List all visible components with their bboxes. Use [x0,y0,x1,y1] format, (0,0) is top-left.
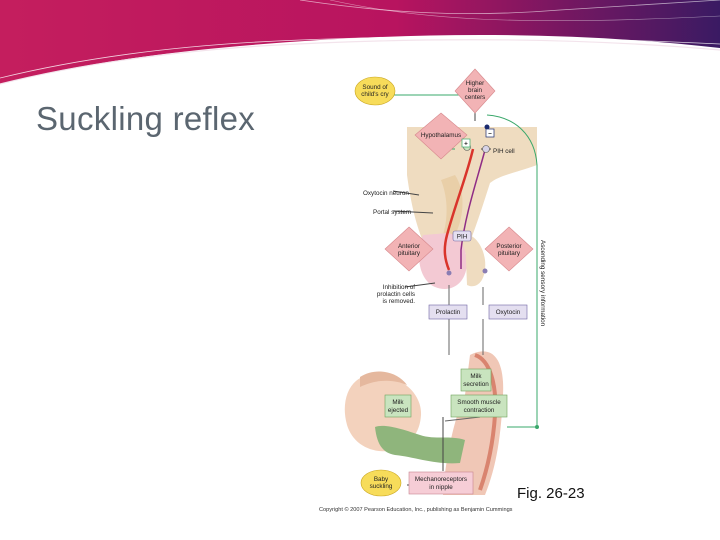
sound-box: Sound of child's cry [354,76,396,106]
milk-ejected-box: Milk ejected [384,394,412,418]
header-banner [0,0,720,85]
svg-text:Baby: Baby [374,476,389,483]
svg-text:is removed.: is removed. [382,298,415,305]
svg-text:in nipple: in nipple [429,484,453,491]
pih-cell-body [482,145,490,153]
pih-box: PIH [452,230,472,242]
svg-text:suckling: suckling [370,483,393,490]
svg-text:Oxytocin: Oxytocin [496,309,521,316]
copyright-notice: Copyright © 2007 Pearson Education, Inc.… [319,506,513,513]
plus-sign: + [461,138,471,148]
svg-text:+: + [464,141,468,148]
svg-text:Posterior: Posterior [496,243,521,250]
svg-text:Sound of: Sound of [362,84,387,91]
svg-text:prolactin cells: prolactin cells [377,291,415,298]
svg-text:pituitary: pituitary [398,250,421,257]
hypothalamus-diamond: Hypothalamus [414,112,468,160]
mechanoreceptors-box: Mechanoreceptors in nipple [408,471,474,495]
svg-text:−: − [488,131,492,138]
svg-text:contraction: contraction [464,407,495,414]
oxytocin-neuron-path [443,148,475,271]
minus-sign: − [485,128,495,138]
svg-text:Prolactin: Prolactin [436,309,461,316]
anterior-pituitary-diamond: Anterior pituitary [384,226,434,272]
oxytocin-box: Oxytocin [488,304,528,320]
svg-text:Mechanoreceptors: Mechanoreceptors [415,476,467,483]
svg-text:Anterior: Anterior [398,243,420,250]
svg-text:centers: centers [465,94,486,101]
hypothalamus-tissue [407,127,537,259]
pituitary-stalk [441,175,463,235]
figure-number: Fig. 26-23 [517,485,585,502]
svg-text:pituitary: pituitary [498,250,521,257]
svg-text:secretion: secretion [463,381,489,388]
svg-text:Hypothalamus: Hypothalamus [421,132,461,139]
svg-text:Milk: Milk [392,399,404,406]
baby-suckling-box: Baby suckling [360,469,402,497]
svg-text:brain: brain [468,87,482,94]
svg-text:Higher: Higher [466,80,485,87]
posterior-pituitary-diamond: Posterior pituitary [484,226,534,272]
pih-cell-label: PIH cell [493,148,515,155]
ascending-sensory-label: Ascending sensory information [539,240,546,327]
slide-title: Suckling reflex [36,100,256,137]
svg-text:Inhibition of: Inhibition of [383,284,415,291]
prolactin-box: Prolactin [428,304,468,320]
posterior-pituitary-tissue [465,234,486,287]
smooth-muscle-box: Smooth muscle contraction [450,394,508,418]
pih-neuron-path [460,149,486,269]
higher-brain-diamond: Higher brain centers [454,68,496,114]
portal-system-label: Portal system [373,209,411,216]
svg-text:child's cry: child's cry [361,91,389,98]
svg-text:Smooth muscle: Smooth muscle [457,399,501,406]
svg-text:ejected: ejected [388,407,409,414]
inhibition-note: Inhibition of prolactin cells is removed… [377,284,415,305]
oxytocin-neuron-label: Oxytocin neuron [363,190,409,197]
milk-secretion-box: Milk secretion [460,368,492,392]
svg-text:PIH: PIH [457,234,468,241]
suckling-reflex-diagram: Sound of child's cry Higher brain center… [315,55,599,525]
svg-text:Milk: Milk [470,373,482,380]
baby-hair [360,371,407,387]
